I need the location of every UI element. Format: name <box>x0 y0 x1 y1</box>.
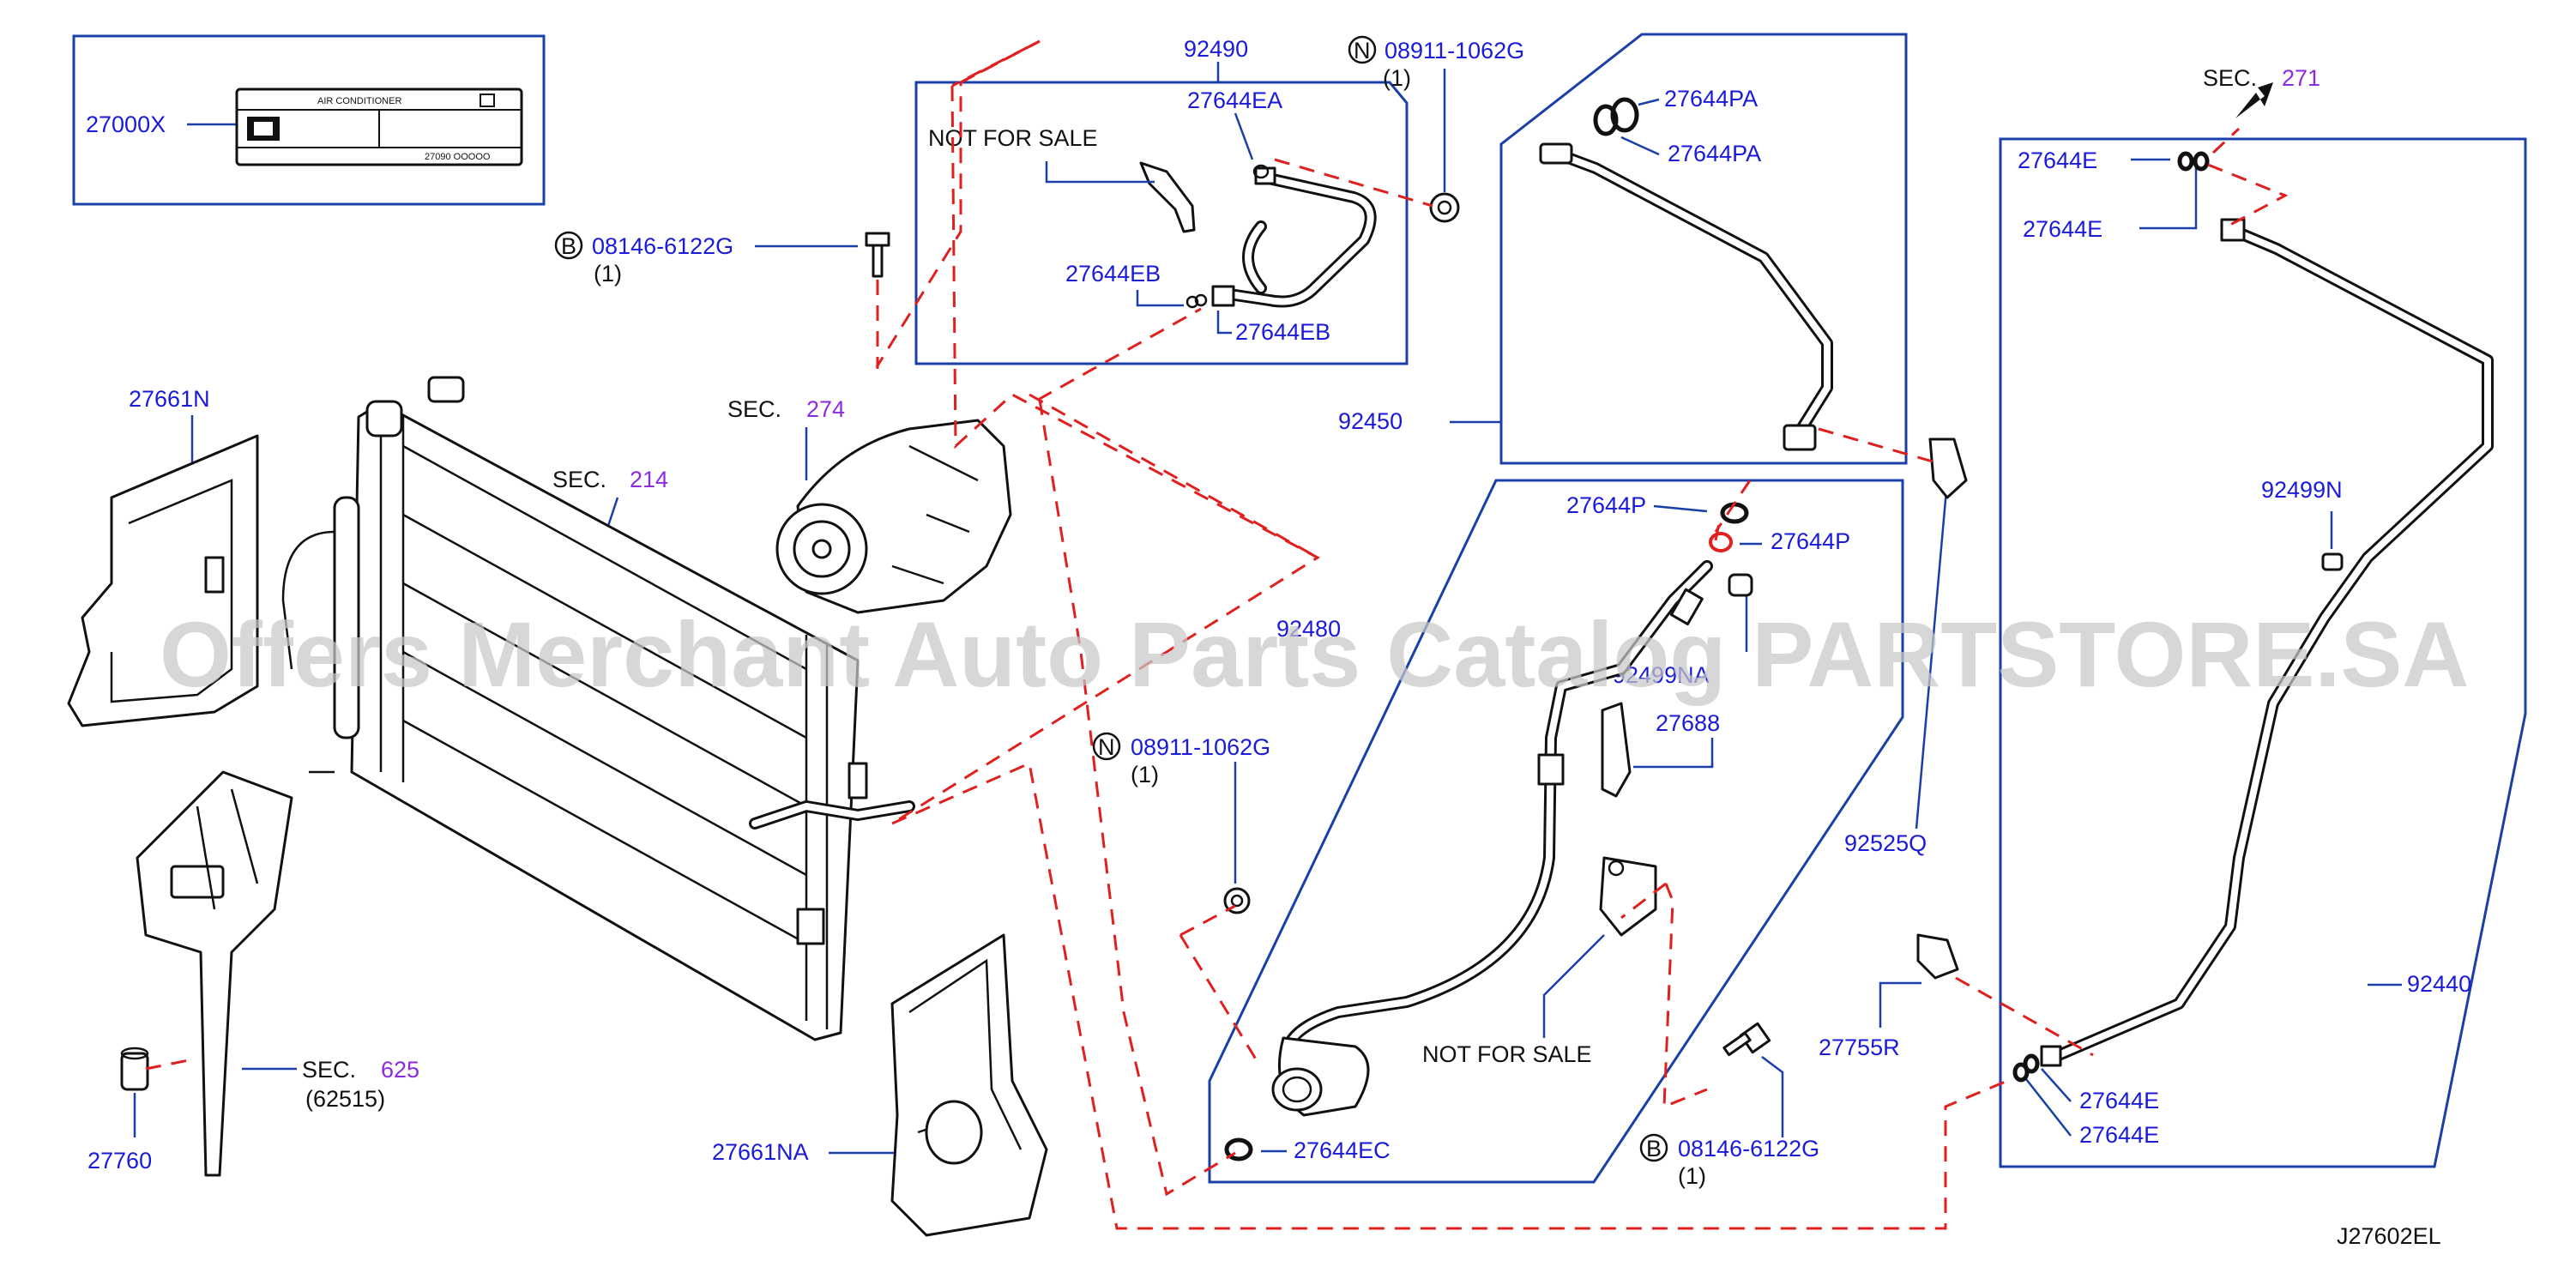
bracket-not-for-sale <box>1599 856 1657 937</box>
bolt-icon <box>865 232 890 278</box>
nut-icon <box>1429 192 1460 223</box>
part-label-27644EB-1[interactable]: 27644EB <box>1065 261 1161 287</box>
part-label-27661N[interactable]: 27661N <box>129 386 210 412</box>
pressure-sensor-27760 <box>120 1047 149 1091</box>
air-guide-27661N <box>67 434 259 727</box>
part-label-27644EA[interactable]: 27644EA <box>1187 87 1282 113</box>
bracket-27688 <box>1601 702 1632 798</box>
part-label-27760[interactable]: 27760 <box>87 1148 152 1173</box>
part-label-27644EB-2[interactable]: 27644EB <box>1235 319 1330 345</box>
clip-27755R <box>1916 933 1959 980</box>
cap-92499N <box>2321 552 2344 571</box>
label-plate-title: AIR CONDITIONER <box>317 96 401 106</box>
pipe-92450 <box>1539 142 1833 451</box>
sec-625-prefix: SEC. <box>302 1057 356 1083</box>
watermark-text: Offers Merchant Auto Parts Catalog PARTS… <box>160 602 2469 706</box>
clip-92525Q <box>1928 437 1968 499</box>
hose-box-92490 <box>914 81 1409 365</box>
not-for-sale-note-2: NOT FOR SALE <box>1422 1041 1592 1067</box>
qty-label: (1) <box>594 261 622 287</box>
fastener-b-top[interactable]: B 08146-6122G (1) <box>554 231 733 287</box>
part-label-27644E-1[interactable]: 27644E <box>2018 148 2097 173</box>
bracket-icon <box>1045 161 1196 233</box>
compressor <box>775 419 1012 614</box>
label-plate-box <box>72 34 546 206</box>
part-label-08911-1062G-top[interactable]: 08911-1062G <box>1385 38 1524 63</box>
part-label-27000X[interactable]: 27000X <box>86 112 166 137</box>
sec-625-subref: (62515) <box>305 1086 385 1112</box>
part-label-27644E-3[interactable]: 27644E <box>2079 1088 2159 1113</box>
sec-214-prefix: SEC. <box>552 467 606 492</box>
pipe-box-92450 <box>1499 33 1908 465</box>
part-label-27644E-4[interactable]: 27644E <box>2079 1122 2159 1148</box>
bolt-bottom-icon <box>1722 1022 1771 1057</box>
condenser <box>281 376 915 1041</box>
fastener-n-middle[interactable]: N 08911-1062G (1) <box>1092 732 1270 787</box>
arrow-up-right-icon <box>2235 82 2273 118</box>
part-label-92525Q[interactable]: 92525Q <box>1844 830 1927 856</box>
part-label-27644P-2[interactable]: 27644P <box>1771 528 1850 554</box>
sec-271-link[interactable]: 271 <box>2282 65 2320 91</box>
part-label-92440[interactable]: 92440 <box>2407 971 2471 997</box>
n-symbol-icon: N <box>1098 734 1115 760</box>
air-guide-27661NA <box>890 933 1048 1237</box>
qty-label: (1) <box>1383 65 1411 91</box>
b-symbol-icon: B <box>1646 1136 1662 1161</box>
part-label-92499N[interactable]: 92499N <box>2261 477 2343 503</box>
part-label-27644PA-2[interactable]: 27644PA <box>1668 141 1761 166</box>
part-label-27755R[interactable]: 27755R <box>1819 1035 1900 1060</box>
bracket-sec-625 <box>136 770 293 1177</box>
hose-92480 <box>1271 560 1713 1117</box>
part-label-27661NA[interactable]: 27661NA <box>712 1139 809 1165</box>
n-symbol-icon: N <box>1354 38 1371 63</box>
qty-label: (1) <box>1678 1163 1706 1189</box>
part-label-27644P-1[interactable]: 27644P <box>1566 492 1646 518</box>
diagram-id: J27602EL <box>2337 1223 2441 1249</box>
part-label-27644PA-1[interactable]: 27644PA <box>1664 86 1758 112</box>
part-label-92480[interactable]: 92480 <box>1276 616 1341 642</box>
ac-label-plate: AIR CONDITIONER 27090 OOOOO <box>235 87 523 166</box>
cap-icon <box>1728 573 1753 597</box>
sec-214-link[interactable]: 214 <box>630 467 668 492</box>
qty-label: (1) <box>1131 762 1159 787</box>
not-for-sale-note-1: NOT FOR SALE <box>928 125 1098 151</box>
part-label-27688[interactable]: 27688 <box>1656 710 1720 736</box>
part-label-08911-1062G-middle[interactable]: 08911-1062G <box>1131 734 1270 760</box>
hose-92490 <box>1185 164 1377 309</box>
part-label-92450[interactable]: 92450 <box>1338 408 1403 434</box>
fastener-n-top[interactable]: N 08911-1062G (1) <box>1348 35 1524 91</box>
fastener-b-bottom[interactable]: B 08146-6122G (1) <box>1639 1133 1819 1189</box>
pipe-92440 <box>2040 218 2494 1067</box>
part-label-27644EC[interactable]: 27644EC <box>1294 1137 1391 1163</box>
sec-274-link[interactable]: 274 <box>806 396 845 422</box>
part-label-08146-6122G-bottom[interactable]: 08146-6122G <box>1678 1136 1819 1161</box>
sec-274-prefix: SEC. <box>727 396 781 422</box>
label-plate-code: 27090 OOOOO <box>425 152 491 162</box>
b-symbol-icon: B <box>561 233 576 259</box>
part-label-92490[interactable]: 92490 <box>1184 36 1248 62</box>
hose-box-92480 <box>1208 479 1904 1184</box>
pipe-box-92440 <box>1999 137 2527 1168</box>
part-label-08146-6122G-top[interactable]: 08146-6122G <box>592 233 733 259</box>
sec-271-prefix: SEC. <box>2203 65 2257 91</box>
sec-625-link[interactable]: 625 <box>381 1057 419 1083</box>
part-label-27644E-2[interactable]: 27644E <box>2023 216 2102 242</box>
